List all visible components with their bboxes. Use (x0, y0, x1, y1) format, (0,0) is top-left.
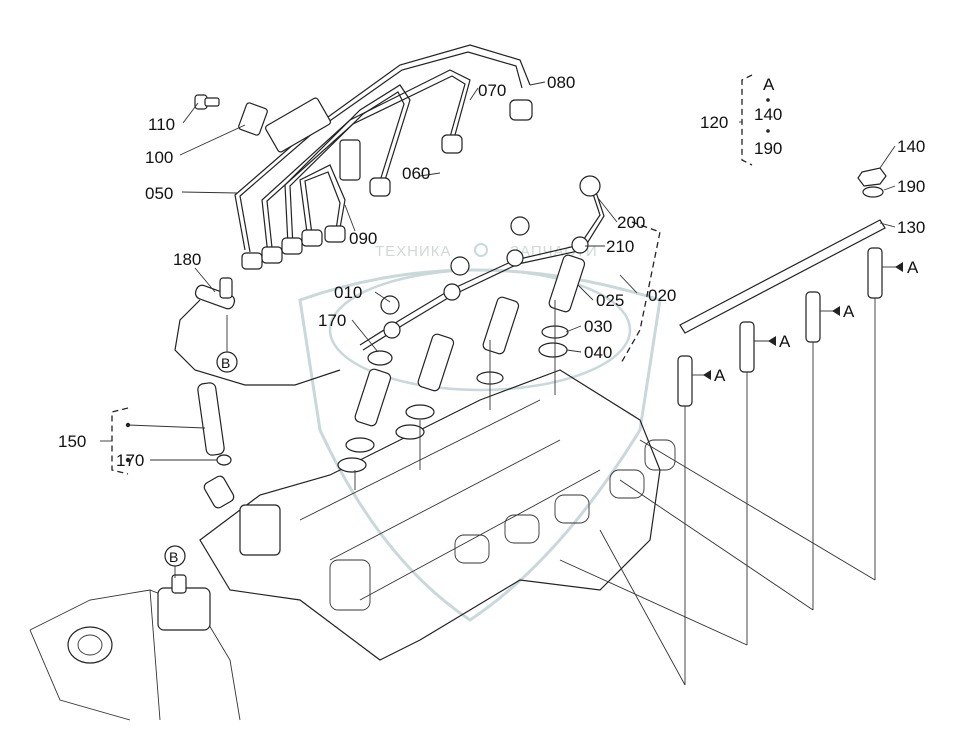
marker-a-4: A (714, 366, 726, 385)
callout-120: 120 (700, 113, 728, 132)
kit-120-bracket (741, 74, 753, 166)
callout-140: 140 (897, 137, 925, 156)
callout-070: 070 (478, 81, 506, 100)
injection-pump-block (239, 504, 281, 556)
glow-plug-markers: A A A A (703, 258, 919, 385)
kit-120-contents: A 140 190 (754, 75, 782, 158)
callout-170-upper: 170 (318, 311, 346, 330)
callout-180: 180 (173, 250, 201, 269)
bolt-110 (194, 94, 220, 110)
marker-a-3: A (779, 332, 791, 351)
callout-080: 080 (547, 73, 575, 92)
callout-190: 190 (897, 177, 925, 196)
leak-off-pipe (359, 175, 605, 366)
pipe-clamp-090 (339, 139, 361, 181)
callout-labels: 110 100 050 060 070 080 090 200 210 020 … (58, 73, 925, 470)
marker-b-upper-text: B (221, 355, 230, 371)
nut-140 (857, 167, 887, 187)
marker-a-2: A (843, 302, 855, 321)
callout-100: 100 (145, 148, 173, 167)
callout-090: 090 (349, 229, 377, 248)
lead-plate-130 (679, 219, 886, 334)
washer-190 (862, 186, 884, 198)
leader-lines (100, 81, 897, 463)
marker-a-1: A (907, 258, 919, 277)
engine-head (29, 369, 676, 721)
callout-020: 020 (648, 286, 676, 305)
glow-plugs (677, 247, 883, 685)
pipe-nuts-lower (241, 225, 346, 270)
callout-030: 030 (584, 317, 612, 336)
callout-200: 200 (617, 213, 645, 232)
hose-150 (197, 382, 225, 456)
water-flange (67, 626, 113, 664)
callout-060: 060 (402, 164, 430, 183)
pipe-clamp (265, 97, 331, 153)
callout-050: 050 (145, 184, 173, 203)
pipe-020-bracket (619, 221, 661, 366)
callout-010: 010 (334, 283, 362, 302)
kit-120-letter: A (763, 75, 775, 94)
marker-b-lower-text: B (169, 549, 178, 565)
callout-110: 110 (148, 115, 175, 134)
pipe-080-nut (509, 99, 533, 121)
kit-120-item-190: 190 (754, 139, 782, 158)
callout-025: 025 (596, 291, 624, 310)
gear-icon (474, 243, 488, 257)
return-hose (174, 277, 341, 466)
intake-ports (329, 439, 676, 611)
watermark-left-text: ТЕХНИКА (375, 243, 452, 260)
pipe-070-nut (441, 134, 463, 154)
callout-130: 130 (897, 218, 925, 237)
connection-markers: B B (164, 315, 238, 578)
callout-170-lower: 170 (116, 451, 144, 470)
glow-plug-set (559, 167, 887, 686)
injection-pipes (234, 44, 533, 270)
nozzles (337, 254, 586, 490)
callout-150: 150 (58, 432, 86, 451)
callout-210: 210 (606, 237, 634, 256)
clamp-100 (238, 102, 268, 136)
callout-040: 040 (584, 343, 612, 362)
kit-120-item-140: 140 (754, 105, 782, 124)
